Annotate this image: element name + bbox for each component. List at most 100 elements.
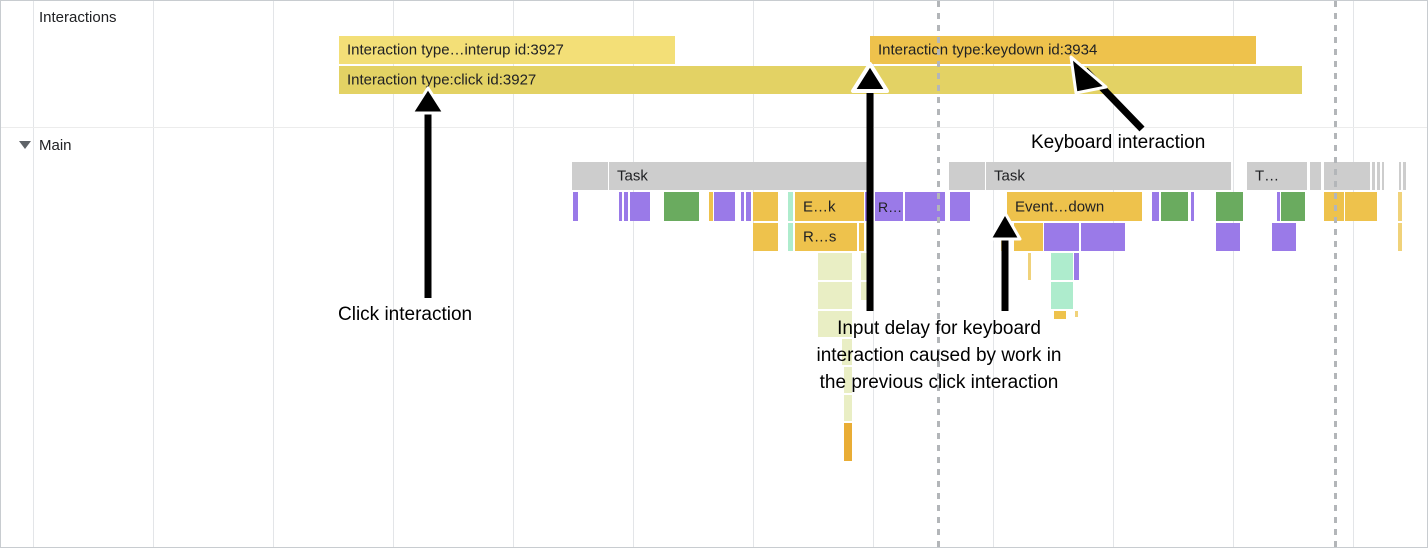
event-bar[interactable] [714,192,735,221]
task-bar[interactable] [949,162,985,190]
task-bar-label: T… [1255,167,1280,185]
interaction-bar-click[interactable]: Interaction type:click id:3927 [339,66,1302,94]
event-bar[interactable] [859,223,864,251]
event-bar[interactable] [1001,223,1005,251]
event-bar[interactable] [1014,223,1043,251]
event-bar[interactable] [1216,223,1240,251]
interaction-bar-keydown-label: Interaction type:keydown id:3934 [878,41,1098,59]
event-bar[interactable] [1191,192,1194,221]
event-bar[interactable] [630,192,650,221]
task-bar[interactable] [1310,162,1321,190]
event-bar[interactable] [753,192,778,221]
track-label-interactions-text: Interactions [39,9,117,26]
task-bar[interactable]: T… [1247,162,1307,190]
gridline [993,1,994,547]
task-bar-label: Task [994,167,1025,185]
gridline [393,1,394,547]
task-bar-label: Task [617,167,648,185]
gridline [1113,1,1114,547]
event-bar[interactable] [950,192,970,221]
event-bar[interactable] [865,192,872,221]
gridline [273,1,274,547]
event-bar[interactable] [1054,311,1066,319]
annotation-input-delay: Input delay for keyboard interaction cau… [816,318,1062,393]
track-label-main[interactable]: Main [19,137,72,154]
event-bar[interactable] [1345,192,1377,221]
event-bar[interactable] [788,223,793,251]
event-bar[interactable] [1074,253,1079,280]
event-bar[interactable] [1051,253,1073,280]
event-bar[interactable] [573,192,578,221]
interaction-bar-pointerup-label: Interaction type…interup id:3927 [347,41,564,59]
event-bar[interactable] [1051,282,1073,309]
gridline [753,1,754,547]
event-bar[interactable] [1028,253,1031,280]
event-bar[interactable] [1398,223,1402,251]
event-bar[interactable] [664,192,699,221]
event-bar[interactable] [1044,223,1079,251]
task-bar[interactable] [1403,162,1406,190]
event-bar[interactable] [1398,192,1402,221]
task-bar[interactable] [1324,162,1370,190]
task-bar[interactable]: Task [986,162,1231,190]
event-bar[interactable] [746,192,751,221]
event-bar[interactable] [844,395,852,421]
event-bar[interactable] [1216,192,1243,221]
event-bar[interactable] [818,311,852,337]
annotation-keyboard-interaction: Keyboard interaction [1031,132,1206,153]
event-bar[interactable] [844,423,852,461]
track-label-interactions[interactable]: Interactions [39,9,117,26]
track-separator [1,127,1427,128]
event-bar[interactable] [1272,223,1296,251]
breakpoint-dashline [937,1,940,547]
interaction-bar-pointerup[interactable]: Interaction type…interup id:3927 [339,36,675,64]
gridline [873,1,874,547]
event-bar[interactable] [861,253,867,280]
task-bar[interactable]: Task [609,162,871,190]
chevron-down-icon [19,141,31,150]
event-bar[interactable] [866,223,872,251]
gridline [1353,1,1354,547]
event-bar[interactable] [861,282,867,300]
task-bar[interactable] [572,162,608,190]
event-bar[interactable] [844,367,852,393]
task-bar[interactable] [1382,162,1384,190]
task-bar[interactable] [1399,162,1401,190]
event-bar[interactable] [788,192,793,221]
event-bar-label: Event…down [1015,198,1105,215]
track-label-main-text: Main [39,137,72,154]
gridline [153,1,154,547]
gridline [1233,1,1234,547]
event-bar[interactable] [709,192,713,221]
event-bar[interactable] [818,282,852,309]
event-bar[interactable] [818,253,852,280]
event-bar-label: E…k [803,198,836,215]
event-bar[interactable] [842,339,852,365]
annotation-click-interaction: Click interaction [338,304,473,325]
event-bar[interactable] [1081,223,1125,251]
interaction-bar-keydown[interactable]: Interaction type:keydown id:3934 [870,36,1256,64]
event-bar-e-k[interactable]: E…k [795,192,864,221]
event-bar-label: R…s [803,228,837,246]
task-bar[interactable] [1372,162,1375,190]
event-bar-r[interactable]: R… [875,192,903,221]
event-bar[interactable] [619,192,622,221]
event-bar[interactable] [1075,311,1078,317]
event-bar[interactable] [1277,192,1280,221]
arrow-click-interaction [410,86,446,298]
event-bar[interactable] [1281,192,1305,221]
event-bar[interactable] [624,192,628,221]
event-bar[interactable] [753,223,778,251]
gridline [33,1,34,547]
event-bar-label: R… [878,198,903,215]
event-bar[interactable] [1152,192,1159,221]
interaction-bar-click-label: Interaction type:click id:3927 [347,71,537,89]
event-bar[interactable] [1161,192,1188,221]
event-bar[interactable] [741,192,744,221]
event-bar-event-down[interactable]: Event…down [1007,192,1142,221]
gridline [513,1,514,547]
task-bar[interactable] [1377,162,1380,190]
gridline [633,1,634,547]
event-bar-r-s[interactable]: R…s [795,223,857,251]
